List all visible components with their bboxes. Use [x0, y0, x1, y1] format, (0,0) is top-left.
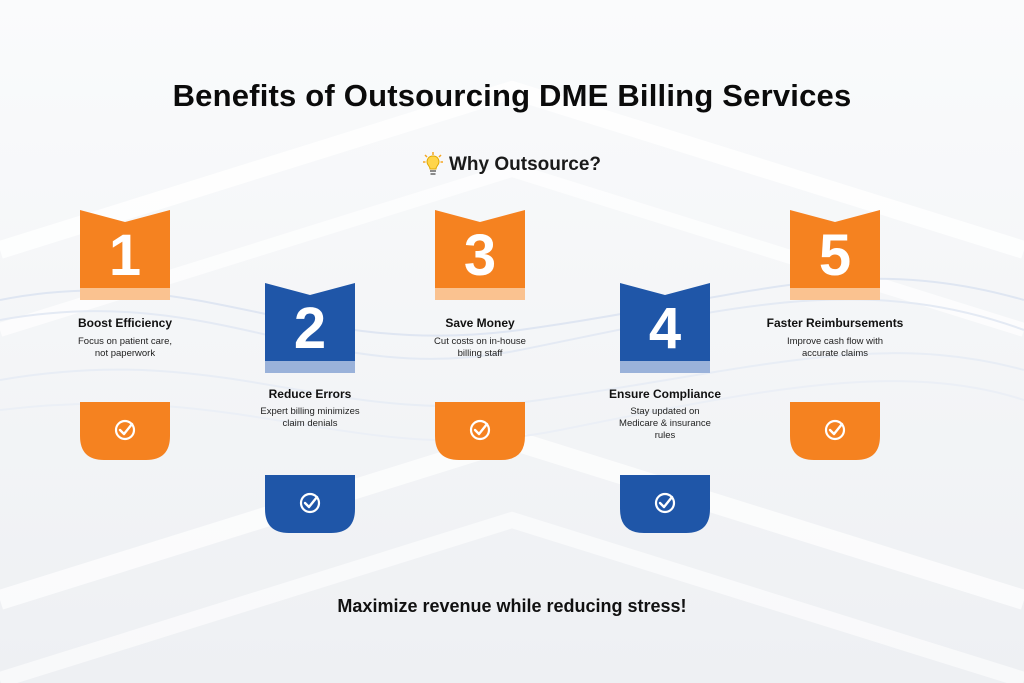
step-5-number: 5	[818, 223, 852, 288]
step-5-check-tab	[790, 402, 880, 464]
step-1-check-tab	[80, 402, 170, 464]
step-3-number: 3	[463, 223, 497, 288]
footer-tagline: Maximize revenue while reducing stress!	[337, 596, 687, 616]
step-1-title: Boost Efficiency	[77, 316, 173, 330]
subtitle-text: Why Outsource?	[448, 154, 601, 175]
step-2-number: 2	[293, 296, 327, 361]
step-4-banner	[620, 283, 710, 373]
step-4-number: 4	[648, 296, 682, 361]
step-1-description: Focus on patient care,not paperwork	[78, 336, 172, 359]
check-icon	[654, 492, 676, 514]
step-2-banner	[265, 283, 355, 373]
check-icon	[469, 419, 491, 441]
step-3-title: Save Money	[445, 316, 515, 330]
step-2-check-tab	[265, 475, 355, 537]
step-5-banner	[790, 210, 880, 300]
subtitle: Why Outsource?	[0, 152, 1024, 178]
page-title: Benefits of Outsourcing DME Billing Serv…	[172, 78, 852, 113]
check-icon	[299, 492, 321, 514]
check-icon	[824, 419, 846, 441]
lightbulb-icon	[422, 152, 443, 175]
step-3-banner	[435, 210, 525, 300]
step-4-check-tab	[620, 475, 710, 537]
step-1-number: 1	[108, 223, 142, 288]
step-3-check-tab	[435, 402, 525, 464]
step-5-title: Faster Reimbursements	[766, 316, 904, 330]
step-2-title: Reduce Errors	[268, 387, 352, 401]
step-4-title: Ensure Compliance	[608, 387, 722, 401]
step-1-banner	[80, 210, 170, 300]
check-icon	[114, 419, 136, 441]
